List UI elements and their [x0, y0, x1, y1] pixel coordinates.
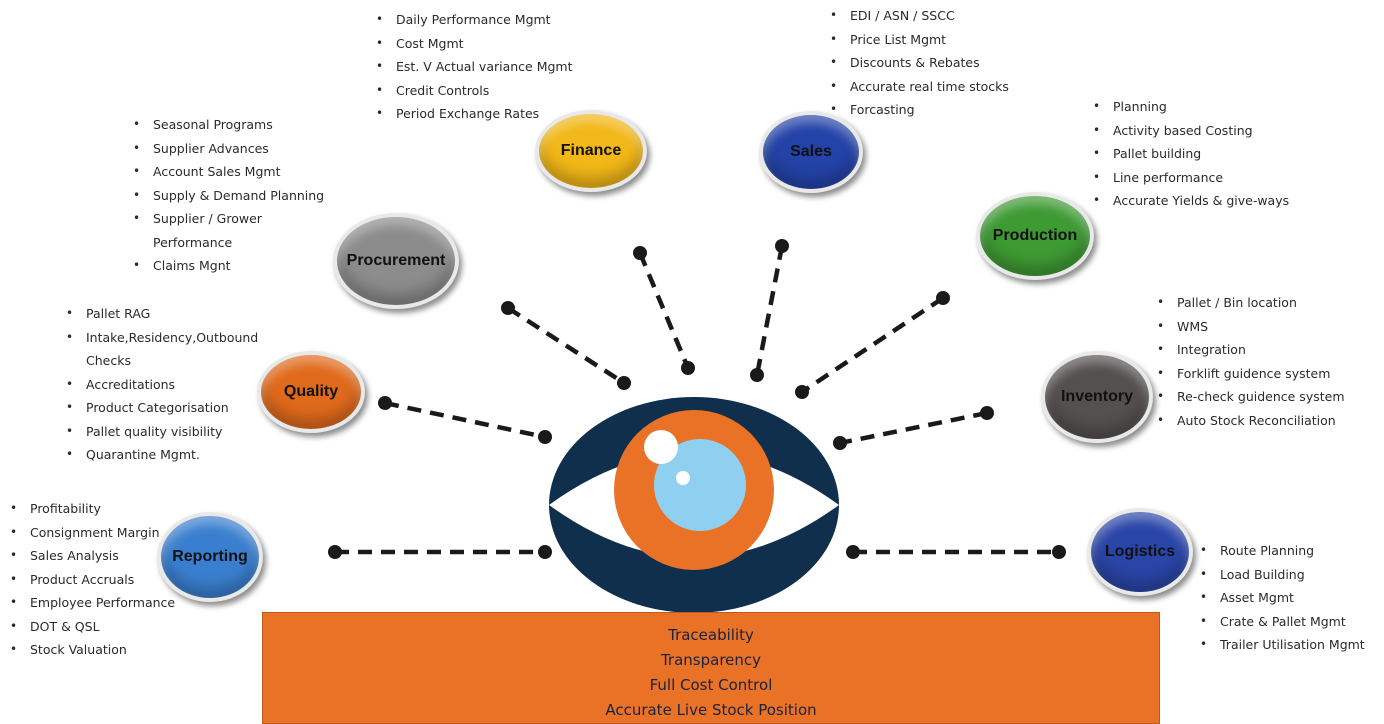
reporting-list: Profitability Consignment Margin Sales A…	[10, 497, 175, 662]
summary-banner: Traceability Transparency Full Cost Cont…	[262, 612, 1160, 724]
finance-node: Finance	[535, 110, 647, 192]
list-item: Checks	[86, 353, 131, 368]
logistics-node: Logistics	[1087, 508, 1193, 596]
connector-procurement	[506, 306, 626, 385]
list-item: Integration	[1157, 338, 1345, 362]
list-item: Route Planning	[1200, 539, 1365, 563]
list-item: Sales Analysis	[10, 544, 175, 568]
list-item: Supplier / Grower	[133, 207, 324, 231]
list-item: Line performance	[1093, 166, 1289, 190]
list-item: Re-check guidence system	[1157, 385, 1345, 409]
list-item: Product Accruals	[10, 568, 175, 592]
connector-sales	[754, 245, 785, 376]
production-list: Planning Activity based Costing Pallet b…	[1093, 95, 1289, 213]
list-item: Profitability	[10, 497, 175, 521]
list-item: Cost Mgmt	[376, 32, 573, 56]
quality-list: Pallet RAG Intake,Residency,Outbound Che…	[66, 302, 258, 467]
list-item: Discounts & Rebates	[830, 51, 1009, 75]
eye-icon	[549, 397, 839, 613]
list-item: Intake,Residency,Outbound	[66, 326, 258, 350]
list-item: Accurate Yields & give-ways	[1093, 189, 1289, 213]
inventory-list: Pallet / Bin location WMS Integration Fo…	[1157, 291, 1345, 432]
connector-lines	[335, 245, 1059, 555]
list-item: Pallet / Bin location	[1157, 291, 1345, 315]
list-item: Quarantine Mgmt.	[66, 443, 258, 467]
list-item: Supplier Advances	[133, 137, 324, 161]
list-item: Pallet RAG	[66, 302, 258, 326]
connector-inventory	[839, 410, 988, 446]
banner-line: Transparency	[660, 651, 762, 669]
list-item: Price List Mgmt	[830, 28, 1009, 52]
production-label: Production	[992, 227, 1078, 244]
connector-finance	[637, 252, 691, 369]
list-item: Daily Performance Mgmt	[376, 8, 573, 32]
list-item: Activity based Costing	[1093, 119, 1289, 143]
list-item: Load Building	[1200, 563, 1365, 587]
reporting-node: Reporting	[157, 512, 263, 602]
list-item: Employee Performance	[10, 591, 175, 615]
list-item: Forklift guidence system	[1157, 362, 1345, 386]
list-item: Credit Controls	[376, 79, 573, 103]
procurement-list: Seasonal Programs Supplier Advances Acco…	[133, 113, 324, 278]
list-item: Stock Valuation	[10, 638, 175, 662]
list-item: Asset Mgmt	[1200, 586, 1365, 610]
list-item: Performance	[153, 234, 233, 250]
list-item: DOT & QSL	[10, 615, 175, 639]
connector-production	[800, 296, 945, 394]
connector-dots	[328, 239, 1066, 559]
list-item: Accurate real time stocks	[830, 75, 1009, 99]
procurement-node: Procurement	[333, 213, 459, 309]
production-node: Production	[976, 192, 1094, 280]
list-item: Period Exchange Rates	[376, 102, 573, 126]
banner-line: Accurate Live Stock Position	[605, 701, 817, 719]
list-item: Supply & Demand Planning	[133, 184, 324, 208]
connector-quality	[384, 400, 546, 440]
list-item: Consignment Margin	[10, 521, 175, 545]
sales-list: EDI / ASN / SSCC Price List Mgmt Discoun…	[830, 4, 1009, 122]
banner-line: Traceability	[668, 626, 754, 644]
logistics-label: Logistics	[1104, 543, 1176, 560]
list-item: Claims Mgnt	[133, 254, 324, 278]
procurement-label: Procurement	[346, 252, 446, 269]
list-item: Pallet quality visibility	[66, 420, 258, 444]
finance-list: Daily Performance Mgmt Cost Mgmt Est. V …	[376, 8, 573, 126]
finance-label: Finance	[560, 142, 622, 159]
quality-node: Quality	[257, 351, 365, 433]
list-item: Forcasting	[830, 98, 1009, 122]
list-item: Auto Stock Reconciliation	[1157, 409, 1345, 433]
sales-node: Sales	[759, 111, 863, 193]
list-item: Trailer Utilisation Mgmt	[1200, 633, 1365, 657]
banner-line: Full Cost Control	[649, 676, 773, 694]
logistics-list: Route Planning Load Building Asset Mgmt …	[1200, 539, 1365, 657]
list-item: Crate & Pallet Mgmt	[1200, 610, 1365, 634]
inventory-node: Inventory	[1041, 351, 1153, 443]
list-item: Pallet building	[1093, 142, 1289, 166]
reporting-label: Reporting	[172, 548, 248, 565]
inventory-label: Inventory	[1060, 388, 1133, 405]
list-item: EDI / ASN / SSCC	[830, 4, 1009, 28]
list-item: Account Sales Mgmt	[133, 160, 324, 184]
list-item: Planning	[1093, 95, 1289, 119]
list-item: Seasonal Programs	[133, 113, 324, 137]
list-item: Est. V Actual variance Mgmt	[376, 55, 573, 79]
quality-label: Quality	[283, 383, 339, 400]
sales-label: Sales	[790, 143, 832, 160]
list-item: WMS	[1157, 315, 1345, 339]
list-item: Product Categorisation	[66, 396, 258, 420]
list-item: Accreditations	[66, 373, 258, 397]
